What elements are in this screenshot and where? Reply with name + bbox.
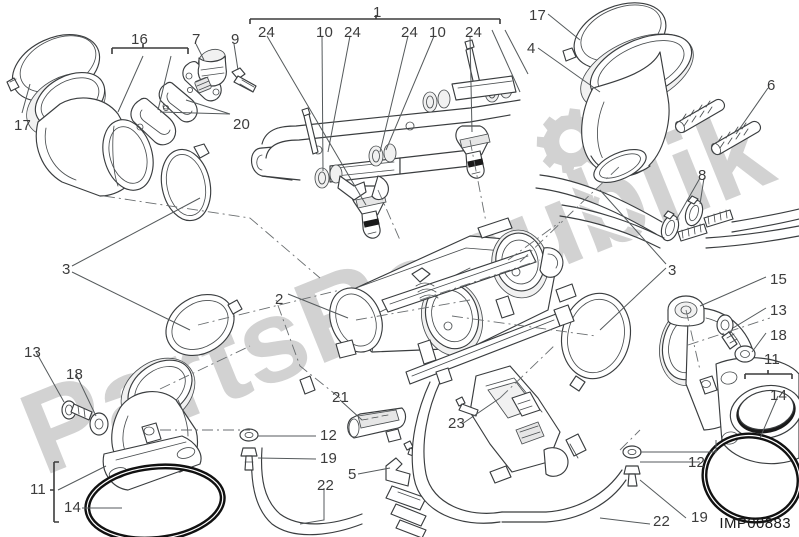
callout-13-right: 13 — [770, 302, 788, 319]
callout-14-left: 14 — [64, 499, 82, 516]
fuel-injector-left — [351, 185, 387, 239]
callout-22-right: 22 — [653, 513, 671, 530]
callout-10a: 10 — [316, 24, 334, 41]
callout-9: 9 — [231, 31, 240, 48]
callout-16: 16 — [131, 31, 149, 48]
callout-3-left: 3 — [62, 261, 71, 278]
o-ring-14-left — [84, 463, 226, 537]
clamp-ring-duct — [160, 143, 212, 222]
fitting-19-right — [622, 445, 642, 487]
vacuum-hoses-22 — [251, 367, 627, 536]
callout-15: 15 — [770, 271, 788, 288]
callout-11-right: 11 — [764, 351, 780, 368]
callout-6: 6 — [767, 77, 776, 94]
callout-21: 21 — [332, 389, 350, 406]
callout-19-left: 19 — [320, 450, 338, 467]
callout-18-left: 18 — [66, 366, 84, 383]
bolt-13-right — [716, 314, 738, 350]
callout-22-left: 22 — [317, 477, 335, 494]
throttle-body-assembly — [299, 217, 577, 395]
callout-13-left: 13 — [24, 344, 42, 361]
callout-4: 4 — [527, 40, 536, 57]
fuel-rail-assembly — [250, 39, 521, 239]
protective-sleeve-pair — [674, 98, 762, 156]
idle-speed-actuator-23 — [403, 365, 587, 484]
bolt-13-left — [61, 400, 93, 421]
callout-5: 5 — [348, 466, 357, 483]
callout-12-left: 12 — [320, 427, 338, 444]
leader-lines — [21, 13, 793, 525]
callout-8: 8 — [698, 167, 707, 184]
hose-clips-8 — [535, 174, 799, 249]
callout-18-right: 18 — [770, 327, 788, 344]
callout-10b: 10 — [429, 24, 447, 41]
callout-1: 1 — [373, 4, 382, 21]
callout-3-right: 3 — [668, 262, 677, 279]
callout-19-right: 19 — [691, 509, 709, 526]
clamp-ring-mid-left — [165, 293, 243, 357]
clamp-ring-mid-right — [560, 292, 632, 392]
callout-23: 23 — [448, 415, 466, 432]
callout-20: 20 — [233, 116, 251, 133]
air-intake-duct-left — [26, 72, 159, 197]
callout-24a: 24 — [258, 24, 276, 41]
washer-18-left — [89, 412, 109, 436]
callout-14-right: 14 — [770, 387, 788, 404]
screw-9 — [231, 67, 257, 93]
callout-17-top: 17 — [529, 7, 547, 24]
washer-18-right — [734, 345, 756, 363]
callout-2: 2 — [275, 291, 284, 308]
o-ring-14-right — [701, 432, 799, 524]
gasket-pair — [130, 81, 198, 146]
fuel-pressure-regulator — [182, 48, 227, 102]
callout-11-left: 11 — [30, 481, 46, 498]
callout-24b: 24 — [344, 24, 362, 41]
fitting-19-left — [239, 428, 259, 471]
callout-12-right: 12 — [688, 454, 706, 471]
callout-24d: 24 — [465, 24, 483, 41]
part-code-label: IMP00883 — [719, 515, 791, 532]
callout-7: 7 — [192, 31, 201, 48]
intake-horn-trumpet — [580, 33, 694, 184]
cable-bracket-5 — [385, 455, 433, 537]
sensor-connector-21 — [347, 407, 407, 443]
callout-17-left: 17 — [14, 117, 32, 134]
callout-24c: 24 — [401, 24, 419, 41]
